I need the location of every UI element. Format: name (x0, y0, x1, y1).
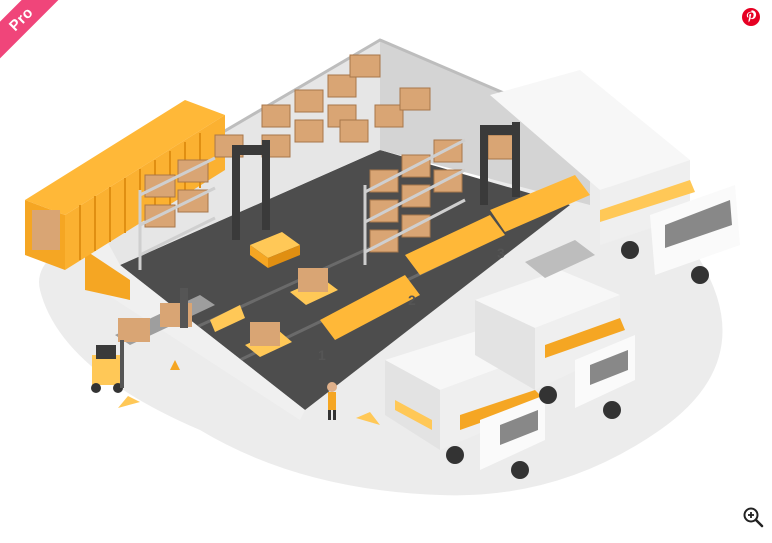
agv-robot (210, 232, 338, 357)
pinterest-icon (742, 8, 760, 26)
warehouse-floor (120, 150, 570, 410)
front-wall (85, 210, 305, 420)
zoom-in-icon (743, 507, 764, 528)
dock-number: 3 (497, 245, 505, 261)
dock-number: 2 (408, 292, 416, 308)
delivery-truck (475, 270, 635, 419)
dock-canopy (320, 175, 590, 340)
right-wall (380, 40, 590, 205)
worker (327, 382, 337, 420)
zoom-button[interactable] (738, 502, 768, 532)
shipping-container (25, 100, 225, 215)
forklift (91, 340, 124, 393)
scanner-gate (232, 122, 520, 240)
conveyor (525, 240, 595, 278)
pinterest-button[interactable] (736, 2, 766, 32)
dock-number: 1 (318, 347, 326, 363)
delivery-truck (490, 70, 740, 284)
conveyor (115, 288, 215, 345)
